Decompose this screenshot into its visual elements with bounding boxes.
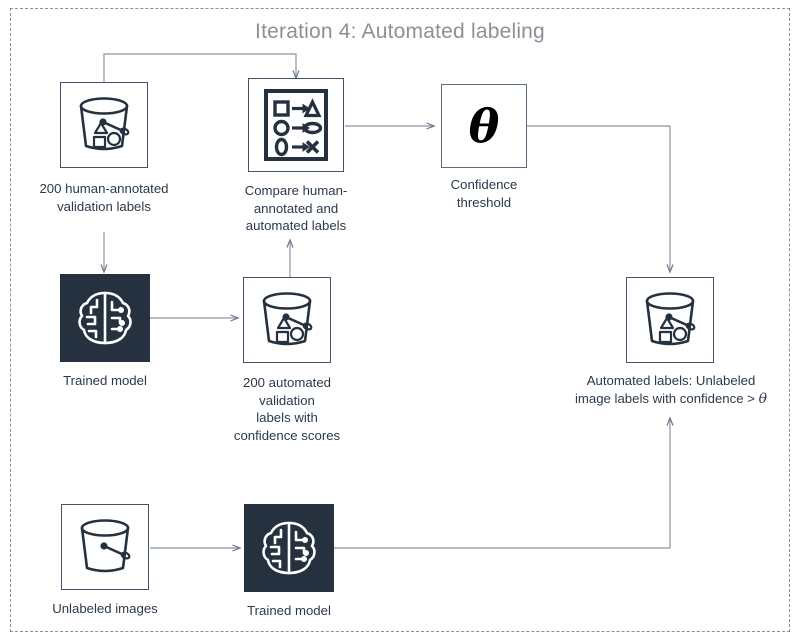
caption-output-line1: Automated labels: Unlabeled: [586, 373, 756, 388]
node-unlabeled-images[interactable]: [61, 504, 149, 590]
node-human-validation-labels[interactable]: [60, 82, 148, 168]
s3-bucket-with-labels-icon: [79, 97, 130, 151]
diagram-dashed-frame: [10, 8, 790, 632]
caption-output-line2: image labels with confidence >: [574, 390, 759, 406]
caption-unlabeled-images: Unlabeled images: [52, 601, 158, 616]
s3-bucket-empty-icon: [80, 519, 131, 573]
brain-circuit-icon: [262, 521, 316, 575]
node-compare-labels[interactable]: [248, 78, 344, 172]
node-trained-model-bottom[interactable]: [244, 504, 334, 592]
caption-trained-model-top: Trained model: [63, 373, 147, 388]
brain-circuit-icon: [78, 291, 132, 345]
compare-shapes-mapping-icon: [264, 89, 328, 161]
caption-compare-labels: Compare human- annotated and automated l…: [244, 183, 348, 233]
node-automated-labels-output[interactable]: [626, 277, 714, 363]
node-confidence-threshold[interactable]: θ: [441, 84, 527, 168]
caption-human-validation-labels: 200 human-annotated validation labels: [39, 181, 169, 214]
s3-bucket-with-labels-icon: [262, 292, 313, 346]
caption-confidence-threshold: Confidence threshold: [450, 177, 518, 210]
node-automated-validation-labels[interactable]: [243, 277, 331, 363]
caption-trained-model-bottom: Trained model: [247, 603, 331, 618]
caption-automated-validation-labels: 200 automated validation labels with con…: [233, 375, 341, 443]
theta-symbol: θ: [468, 99, 500, 153]
caption-output-theta: θ: [758, 390, 768, 407]
page-title: Iteration 4: Automated labeling: [255, 20, 545, 43]
node-trained-model-top[interactable]: [60, 274, 150, 362]
caption-automated-labels-output: Automated labels: Unlabeled image labels…: [556, 372, 786, 408]
s3-bucket-with-labels-icon: [645, 292, 696, 346]
